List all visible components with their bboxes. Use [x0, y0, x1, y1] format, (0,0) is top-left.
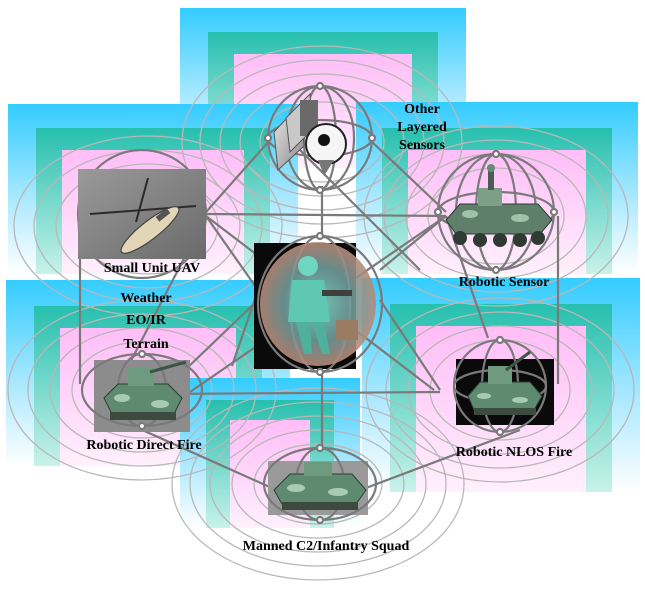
helicopter-icon	[89, 177, 197, 254]
soldier-icon	[288, 256, 358, 354]
manned-c2-vehicle-icon	[273, 462, 367, 510]
node-small-uav: Small Unit UAV	[76, 148, 208, 280]
robotic-sensor-label: Robotic Sensor	[459, 275, 550, 290]
robotic-nlos-fire-label: Robotic NLOS Fire	[456, 445, 572, 460]
robotic-direct-fire-label: Robotic Direct Fire	[86, 438, 201, 453]
environment-label-line3: Terrain	[123, 337, 169, 352]
robotic-direct-fire-vehicle-icon	[103, 360, 187, 420]
node-manned-c2: Manned C2/Infantry Squad	[243, 443, 410, 554]
wireframe-globe-top	[263, 81, 377, 195]
robotic-nlos-fire-vehicle-icon	[467, 350, 543, 415]
node-other-sensors: Other Layered Sensors	[263, 81, 447, 195]
environment-label-line1: Weather	[120, 291, 171, 306]
manned-c2-label: Manned C2/Infantry Squad	[243, 539, 410, 554]
sensor-icon	[273, 92, 347, 176]
environment-label-line2: EO/IR	[126, 313, 167, 328]
node-center-soldier	[254, 231, 384, 377]
other-sensors-label-line3: Sensors	[399, 138, 445, 153]
node-robotic-sensor: Robotic Sensor	[433, 149, 559, 290]
node-robotic-direct-fire: Weather EO/IR Terrain Robotic Direct Fir…	[80, 291, 204, 453]
small-uav-label: Small Unit UAV	[104, 261, 200, 276]
robotic-sensor-vehicle-icon	[445, 164, 553, 247]
other-sensors-label-line1: Other	[404, 102, 440, 117]
node-robotic-nlos-fire: Robotic NLOS Fire	[452, 335, 572, 460]
other-sensors-label-line2: Layered	[397, 120, 447, 135]
